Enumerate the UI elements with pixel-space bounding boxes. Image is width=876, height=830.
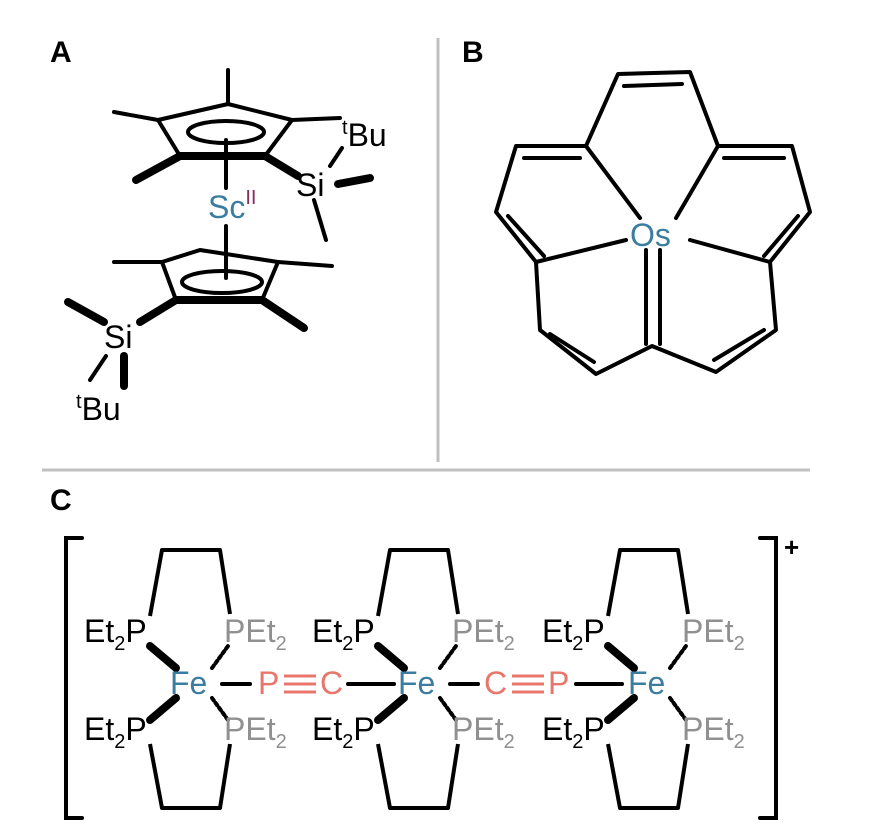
fe3-lower-left-ligand: Et2P bbox=[542, 711, 605, 753]
os-bond-upper-right bbox=[674, 144, 720, 220]
bottom-si-methyl-1 bbox=[64, 298, 108, 326]
fe2-lower-left-bond bbox=[374, 694, 408, 724]
fe2-upper-right-bond bbox=[438, 644, 458, 670]
panel-label-b: B bbox=[462, 36, 484, 69]
fe3-upper-left-bond bbox=[604, 642, 638, 672]
os-bond-upper-left bbox=[584, 144, 642, 220]
double-bond-lower-right bbox=[712, 328, 766, 362]
fe1-upper-chelate bbox=[148, 548, 232, 617]
top-si-tbu-bond bbox=[328, 146, 344, 168]
panel-c-structure: + Et2P PEt2 Et2P PEt2 Fe P C bbox=[64, 532, 799, 820]
fe1-upper-right-bond bbox=[210, 644, 230, 670]
top-cp-to-si bbox=[261, 152, 302, 180]
top-tbu-label: tBu bbox=[342, 117, 387, 153]
fe2-upper-right-ligand: PEt2 bbox=[452, 613, 515, 655]
double-bond-top bbox=[622, 82, 684, 88]
fe2-lower-right-ligand: PEt2 bbox=[452, 711, 515, 753]
fe1-upper-left-bond bbox=[146, 642, 180, 672]
fe3-label: Fe bbox=[628, 665, 665, 701]
fe1-lower-right-ligand: PEt2 bbox=[224, 711, 287, 753]
top-cp-methyl-2 bbox=[112, 110, 160, 122]
fe1-lower-chelate bbox=[148, 743, 232, 810]
charge-label: + bbox=[784, 532, 799, 562]
fe1-lower-left-bond bbox=[146, 694, 180, 724]
fe-unit-2: Et2P PEt2 Et2P PEt2 Fe bbox=[312, 548, 515, 810]
double-bond-right bbox=[762, 214, 800, 258]
fe3-lower-chelate bbox=[606, 743, 690, 810]
bottom-cp-to-si bbox=[136, 296, 180, 326]
osmium-label: Os bbox=[630, 217, 671, 253]
fe1-upper-left-ligand: Et2P bbox=[84, 613, 147, 655]
double-bond-left bbox=[506, 214, 546, 258]
fe1-label: Fe bbox=[170, 665, 207, 701]
fe2-lower-chelate bbox=[376, 743, 460, 810]
top-cp-to-tbu bbox=[290, 116, 342, 122]
fe-unit-1: Et2P PEt2 Et2P PEt2 Fe bbox=[84, 548, 287, 810]
panel-b-structure: Os bbox=[494, 70, 812, 376]
bottom-tbu-label: tBu bbox=[76, 391, 121, 427]
fe2-upper-left-bond bbox=[374, 642, 408, 672]
linker2-carbon: C bbox=[484, 665, 507, 701]
fe2-label: Fe bbox=[398, 665, 435, 701]
right-bracket bbox=[758, 536, 778, 820]
fe1-upper-right-ligand: PEt2 bbox=[224, 613, 287, 655]
top-cp-ring bbox=[156, 102, 294, 158]
panel-label-c: C bbox=[50, 484, 72, 517]
fe3-upper-right-bond bbox=[668, 644, 688, 670]
macrocycle-perimeter bbox=[494, 70, 812, 376]
scandium-label: ScII bbox=[208, 187, 256, 225]
bottom-cp-aromatic-circle bbox=[180, 269, 264, 295]
bottom-cp-methyl-2 bbox=[276, 260, 334, 268]
bottom-si-label: Si bbox=[104, 319, 132, 355]
fe1-lower-left-ligand: Et2P bbox=[84, 711, 147, 753]
left-bracket bbox=[64, 536, 84, 820]
fe3-upper-right-ligand: PEt2 bbox=[682, 613, 745, 655]
linker1-carbon: C bbox=[320, 665, 343, 701]
top-cp-methyl-3 bbox=[132, 152, 184, 184]
linker2-phosphorus: P bbox=[548, 665, 569, 701]
fe2-lower-right-bond bbox=[438, 696, 458, 722]
fe3-lower-left-bond bbox=[604, 694, 638, 724]
top-si-label: Si bbox=[296, 167, 324, 203]
panel-a-structure: Si tBu ScII Si tBu bbox=[64, 68, 387, 427]
bottom-cp-ring bbox=[160, 248, 280, 302]
os-bond-right bbox=[688, 238, 772, 264]
fe3-lower-right-ligand: PEt2 bbox=[682, 711, 745, 753]
double-bond-lower-left bbox=[548, 332, 596, 364]
bottom-si-tbu-bond bbox=[88, 354, 108, 382]
fe1-lower-right-bond bbox=[210, 696, 230, 722]
top-si-methyl-1 bbox=[334, 174, 374, 188]
fe2-upper-chelate bbox=[376, 548, 460, 617]
bottom-cp-methyl-3 bbox=[258, 296, 308, 332]
fe3-upper-chelate bbox=[606, 548, 690, 617]
fe2-upper-left-ligand: Et2P bbox=[312, 613, 375, 655]
linker1-phosphorus: P bbox=[258, 665, 279, 701]
os-bond-left bbox=[534, 238, 628, 264]
fe2-lower-left-ligand: Et2P bbox=[312, 711, 375, 753]
top-si-methyl-2 bbox=[312, 198, 328, 242]
fe3-lower-right-bond bbox=[668, 696, 688, 722]
fe-unit-3: Et2P PEt2 Et2P PEt2 Fe bbox=[542, 548, 745, 810]
fe3-upper-left-ligand: Et2P bbox=[542, 613, 605, 655]
panel-label-a: A bbox=[50, 36, 72, 69]
